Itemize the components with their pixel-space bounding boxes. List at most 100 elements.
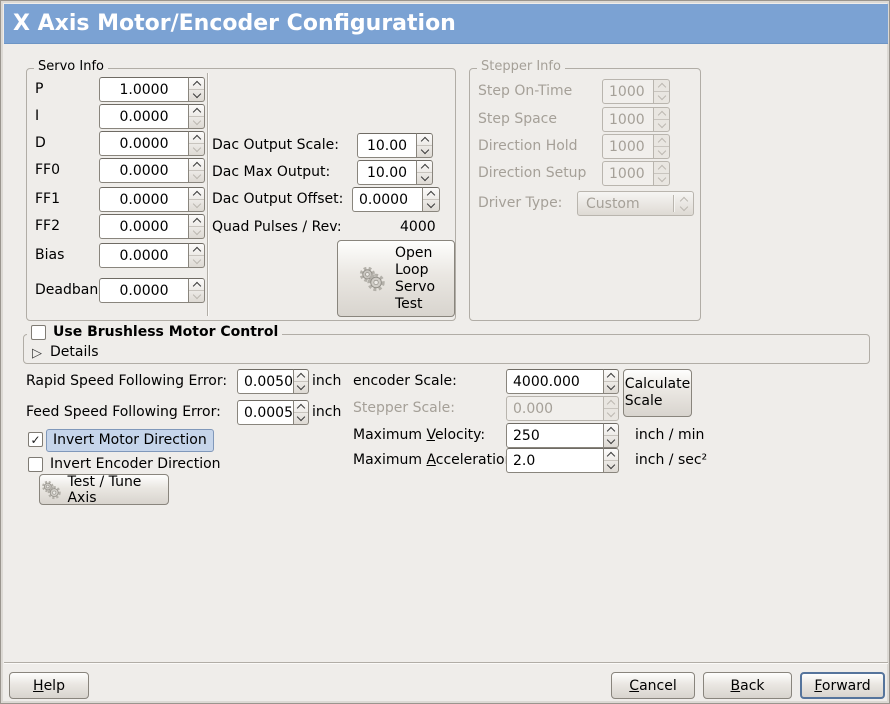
direction-hold-label: Direction Hold xyxy=(478,138,578,154)
rapid-following-error-spinbox[interactable]: 0.0050 xyxy=(237,369,309,394)
rapid-following-error-value[interactable]: 0.0050 xyxy=(237,369,294,394)
spin-up-button xyxy=(654,135,669,147)
spin-up-button[interactable] xyxy=(189,132,204,144)
chevron-up-icon xyxy=(606,399,616,409)
invert-motor-direction-label[interactable]: Invert Motor Direction xyxy=(46,429,214,452)
stepper-info-frame: Stepper Info Step On-Time Step Space Dir… xyxy=(469,59,701,321)
open-loop-servo-test-button[interactable]: Open Loop Servo Test xyxy=(337,240,455,317)
p-value[interactable]: 1.0000 xyxy=(99,77,189,102)
ff2-value[interactable]: 0.0000 xyxy=(99,214,189,239)
maximum-velocity-spinbox[interactable]: 250 xyxy=(506,423,619,448)
chevron-up-icon xyxy=(426,190,436,200)
spin-up-button[interactable] xyxy=(189,244,204,256)
ff1-value[interactable]: 0.0000 xyxy=(99,187,189,212)
spin-up-button[interactable] xyxy=(417,134,432,146)
spin-up-button[interactable] xyxy=(294,401,308,413)
chevron-up-icon xyxy=(657,137,666,147)
spin-down-button[interactable] xyxy=(417,172,432,184)
spin-down-button[interactable] xyxy=(604,435,618,447)
spin-up-button[interactable] xyxy=(423,188,439,200)
ff2-spinbox[interactable]: 0.0000 xyxy=(99,214,205,239)
maximum-acceleration-value[interactable]: 2.0 xyxy=(506,448,604,473)
chevron-down-icon xyxy=(657,173,666,183)
feed-following-error-value[interactable]: 0.0005 xyxy=(237,400,294,425)
chevron-down-icon xyxy=(192,170,201,180)
ff1-spinbox[interactable]: 0.0000 xyxy=(99,187,205,212)
spin-down-button[interactable] xyxy=(294,412,308,424)
deadband-label: Deadband xyxy=(35,282,108,298)
dac-output-scale-value[interactable]: 10.00 xyxy=(357,133,417,158)
spin-down-button[interactable] xyxy=(189,290,204,302)
bias-spinbox[interactable]: 0.0000 xyxy=(99,243,205,268)
deadband-value[interactable]: 0.0000 xyxy=(99,278,189,303)
d-spinbox[interactable]: 0.0000 xyxy=(99,131,205,156)
dac-output-offset-spinbox[interactable]: 0.0000 xyxy=(352,187,440,212)
spin-up-button[interactable] xyxy=(189,105,204,117)
calculate-scale-button[interactable]: Calculate Scale xyxy=(623,369,692,417)
feed-following-error-spinbox[interactable]: 0.0005 xyxy=(237,400,309,425)
spin-up-button[interactable] xyxy=(604,424,618,436)
invert-motor-direction-checkbox[interactable]: ✓ xyxy=(28,432,43,447)
i-spinbox[interactable]: 0.0000 xyxy=(99,104,205,129)
spin-down-button[interactable] xyxy=(417,145,432,157)
spin-down-button[interactable] xyxy=(423,199,439,211)
spin-up-button[interactable] xyxy=(604,449,618,461)
use-brushless-checkbox[interactable] xyxy=(31,325,46,340)
spin-down-button[interactable] xyxy=(189,89,204,101)
chevron-up-icon xyxy=(192,190,201,200)
dac-output-offset-value[interactable]: 0.0000 xyxy=(352,187,423,212)
dac-output-scale-spinbox[interactable]: 10.00 xyxy=(357,133,433,158)
spin-down-button[interactable] xyxy=(604,460,618,472)
spin-up-button[interactable] xyxy=(189,188,204,200)
encoder-scale-value[interactable]: 4000.000 xyxy=(506,369,604,394)
deadband-spinbox[interactable]: 0.0000 xyxy=(99,278,205,303)
invert-encoder-direction-label[interactable]: Invert Encoder Direction xyxy=(50,456,221,472)
quad-pulses-value: 4000 xyxy=(400,219,436,235)
spin-down-button[interactable] xyxy=(189,199,204,211)
direction-hold-value: 1000 xyxy=(602,134,654,159)
encoder-scale-spinbox[interactable]: 4000.000 xyxy=(506,369,619,394)
spin-up-button[interactable] xyxy=(189,159,204,171)
d-value[interactable]: 0.0000 xyxy=(99,131,189,156)
maximum-velocity-value[interactable]: 250 xyxy=(506,423,604,448)
dac-max-output-value[interactable]: 10.00 xyxy=(357,160,417,185)
chevron-down-icon xyxy=(296,381,306,391)
expander-triangle-icon[interactable]: ▷ xyxy=(32,346,42,361)
test-tune-axis-button[interactable]: Test / Tune Axis xyxy=(39,474,169,506)
forward-button[interactable]: Forward xyxy=(800,672,885,699)
cancel-button[interactable]: Cancel xyxy=(611,672,695,699)
spin-down-button[interactable] xyxy=(604,381,618,393)
spin-down-button[interactable] xyxy=(189,143,204,155)
spin-up-button xyxy=(654,108,669,120)
chevron-up-icon xyxy=(192,134,201,144)
invert-encoder-direction-checkbox[interactable] xyxy=(28,457,43,472)
details-expander-label[interactable]: Details xyxy=(50,344,99,360)
maximum-acceleration-spinbox[interactable]: 2.0 xyxy=(506,448,619,473)
ff0-value[interactable]: 0.0000 xyxy=(99,158,189,183)
spin-up-button[interactable] xyxy=(417,161,432,173)
dac-max-output-spinbox[interactable]: 10.00 xyxy=(357,160,433,185)
i-value[interactable]: 0.0000 xyxy=(99,104,189,129)
spin-up-button[interactable] xyxy=(604,370,618,382)
spin-up-button[interactable] xyxy=(294,370,308,382)
servo-divider xyxy=(207,73,209,316)
chevron-up-icon xyxy=(192,161,201,171)
checkmark: ✓ xyxy=(30,432,41,447)
spin-down-button[interactable] xyxy=(189,255,204,267)
back-button[interactable]: Back xyxy=(703,672,792,699)
spin-down-button[interactable] xyxy=(294,381,308,393)
spin-up-button[interactable] xyxy=(189,279,204,291)
spin-down-button[interactable] xyxy=(189,170,204,182)
help-button[interactable]: Help xyxy=(9,672,89,699)
spin-down-button xyxy=(654,119,669,131)
bias-value[interactable]: 0.0000 xyxy=(99,243,189,268)
spin-up-button[interactable] xyxy=(189,215,204,227)
p-spinbox[interactable]: 1.0000 xyxy=(99,77,205,102)
spin-up-button[interactable] xyxy=(189,78,204,90)
step-space-value: 1000 xyxy=(602,107,654,132)
spin-down-button[interactable] xyxy=(189,116,204,128)
page-title: X Axis Motor/Encoder Configuration xyxy=(4,4,888,44)
spin-down-button[interactable] xyxy=(189,226,204,238)
spin-up-button xyxy=(654,162,669,174)
ff0-spinbox[interactable]: 0.0000 xyxy=(99,158,205,183)
